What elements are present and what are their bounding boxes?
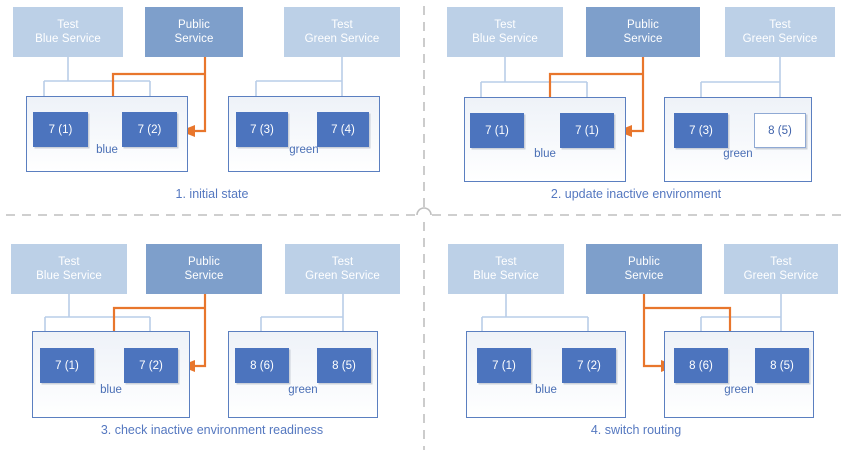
test-blue-service-box: Test Blue Service <box>13 7 123 57</box>
panel-caption: 1. initial state <box>175 187 249 201</box>
instance-box[interactable]: 7 (2) <box>122 112 177 147</box>
blue-environment-label: blue <box>96 144 118 156</box>
instance-box[interactable]: 8 (6) <box>235 348 289 383</box>
test-green-service-line1: Test <box>769 19 791 31</box>
instance-box[interactable]: 7 (1) <box>560 113 614 148</box>
public-service-box: Public Service <box>586 244 702 294</box>
test-blue-service-line1: Test <box>494 19 516 31</box>
public-service-line1: Public <box>627 19 659 31</box>
test-blue-service-box: Test Blue Service <box>447 7 563 57</box>
instance-box[interactable]: 7 (1) <box>470 113 524 148</box>
test-blue-service-line2: Blue Service <box>473 270 539 282</box>
test-blue-service-line2: Blue Service <box>472 33 538 45</box>
blue-environment-label: blue <box>534 148 556 160</box>
green-environment-label: green <box>288 384 318 396</box>
green-environment-label: green <box>723 148 753 160</box>
panel-4-switch-routing: Test Blue Service Public Service Test Gr… <box>424 228 848 456</box>
test-green-service-line1: Test <box>331 256 354 268</box>
panel-1-initial-state: Test Blue Service Public Service Test Gr… <box>0 0 424 228</box>
test-green-service-box: Test Green Service <box>725 7 835 57</box>
public-service-line1: Public <box>178 19 210 31</box>
test-blue-service-line1: Test <box>495 256 517 268</box>
test-blue-service-line1: Test <box>57 19 79 31</box>
test-green-service-line2: Green Service <box>742 33 818 45</box>
instance-box[interactable]: 7 (3) <box>674 113 728 148</box>
instance-box[interactable]: 7 (4) <box>317 112 369 147</box>
blue-environment-label: blue <box>535 384 557 396</box>
blue-environment-label: blue <box>100 384 122 396</box>
green-environment-label: green <box>724 384 754 396</box>
instance-box[interactable]: 7 (2) <box>124 348 178 383</box>
instance-box[interactable]: 7 (2) <box>562 348 616 383</box>
public-service-line1: Public <box>628 256 660 268</box>
panel-2-update-inactive-environment: Test Blue Service Public Service Test Gr… <box>424 0 848 228</box>
instance-box[interactable]: 8 (5) <box>755 348 809 383</box>
test-green-service-box: Test Green Service <box>285 244 400 294</box>
public-service-box: Public Service <box>146 244 262 294</box>
instance-box[interactable]: 7 (1) <box>40 348 94 383</box>
public-service-line2: Service <box>623 33 663 45</box>
test-blue-service-line2: Blue Service <box>36 270 102 282</box>
green-environment-label: green <box>289 144 319 156</box>
test-green-service-box: Test Green Service <box>724 244 838 294</box>
public-service-line2: Service <box>624 270 664 282</box>
test-blue-service-line1: Test <box>58 256 80 268</box>
public-service-line1: Public <box>188 256 220 268</box>
public-service-line2: Service <box>184 270 224 282</box>
test-blue-service-box: Test Blue Service <box>448 244 564 294</box>
panel-caption: 4. switch routing <box>590 423 682 437</box>
instance-box[interactable]: 8 (5) <box>754 113 806 148</box>
public-service-box: Public Service <box>145 7 243 57</box>
public-service-line2: Service <box>174 33 214 45</box>
panel-caption: 3. check inactive environment readiness <box>100 423 324 437</box>
public-service-box: Public Service <box>586 7 700 57</box>
test-green-service-line1: Test <box>331 19 353 31</box>
instance-box[interactable]: 8 (6) <box>674 348 728 383</box>
instance-box[interactable]: 8 (5) <box>317 348 371 383</box>
instance-box[interactable]: 7 (3) <box>236 112 288 147</box>
instance-box[interactable]: 7 (1) <box>33 112 88 147</box>
test-blue-service-line2: Blue Service <box>35 33 101 45</box>
test-green-service-box: Test Green Service <box>284 7 400 57</box>
test-green-service-line2: Green Service <box>743 270 819 282</box>
panel-caption: 2. update inactive environment <box>550 187 722 201</box>
instance-box[interactable]: 7 (1) <box>477 348 531 383</box>
panel-3-check-inactive-environment-readiness: Test Blue Service Public Service Test Gr… <box>0 228 424 456</box>
test-green-service-line2: Green Service <box>304 33 380 45</box>
test-blue-service-box: Test Blue Service <box>11 244 127 294</box>
test-green-service-line1: Test <box>770 256 792 268</box>
test-green-service-line2: Green Service <box>305 270 380 282</box>
